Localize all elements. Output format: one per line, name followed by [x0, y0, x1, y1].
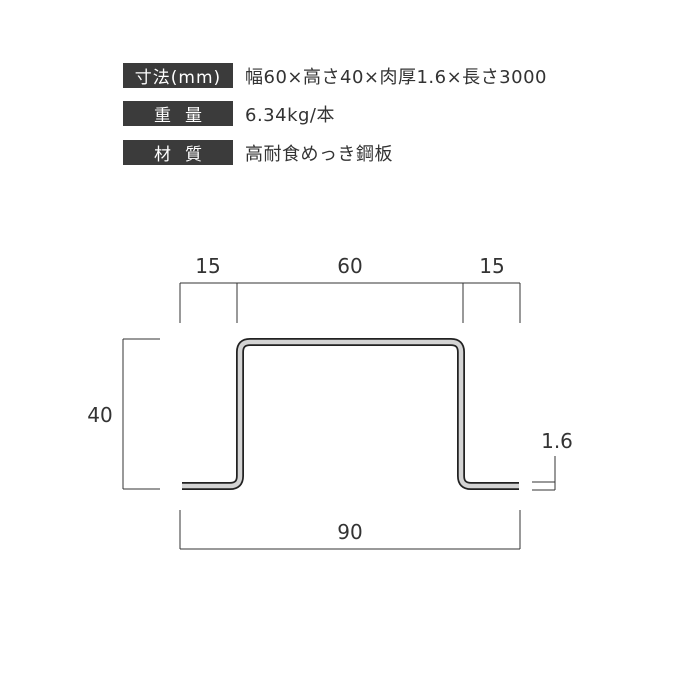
dim-right-flange: 15 [479, 254, 504, 278]
dimension-lines [122, 282, 556, 550]
spec-label: 重量 [123, 101, 233, 126]
spec-value: 高耐食めっき鋼板 [245, 143, 393, 165]
spec-label: 材質 [123, 140, 233, 165]
dim-height: 40 [87, 403, 112, 427]
dim-top-width: 60 [337, 254, 362, 278]
spec-row-weight: 重量 6.34kg/本 [123, 101, 335, 126]
spec-row-material: 材質 高耐食めっき鋼板 [123, 140, 393, 165]
dim-thickness: 1.6 [541, 429, 573, 453]
dim-total-width: 90 [337, 520, 362, 544]
spec-row-dimensions: 寸法(mm) 幅60×高さ40×肉厚1.6×長さ3000 [123, 63, 547, 88]
spec-label: 寸法(mm) [123, 63, 233, 88]
c-channel-profile [182, 338, 519, 490]
spec-value: 幅60×高さ40×肉厚1.6×長さ3000 [245, 66, 547, 88]
spec-value: 6.34kg/本 [245, 104, 335, 126]
dim-left-flange: 15 [195, 254, 220, 278]
